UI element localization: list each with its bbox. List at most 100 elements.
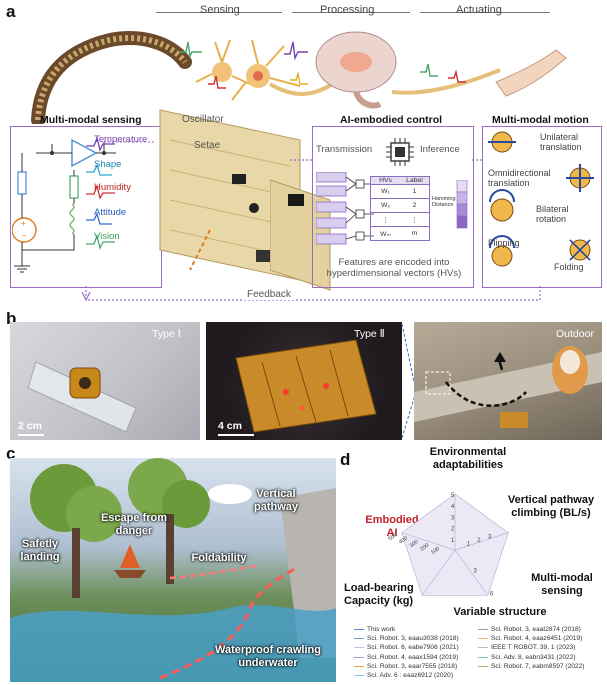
hamming-label: Hamming Distance: [432, 196, 456, 209]
radar-tick-label: 3: [488, 535, 492, 541]
feedback-label: Feedback: [244, 289, 294, 300]
legend-item: Sci. Robot. 3, eaat2874 (2018): [478, 626, 581, 633]
legend-swatch: [354, 675, 364, 676]
actuating-label: Actuating: [456, 4, 502, 16]
radar-tick-label: 1: [467, 542, 471, 548]
axis-load-bearing: Load-bearing Capacity (kg): [344, 582, 414, 607]
legend-item: Sci. Adv. 8, eabn3431 (2022): [478, 654, 576, 661]
scale-bar-2: [218, 434, 254, 436]
control-title: AI-embodied control: [340, 114, 443, 126]
legend-label: Sci. Robot. 3, eaau3038 (2018): [367, 635, 459, 643]
legend-item: Sci. Robot. 3, eaar7555 (2018): [354, 663, 457, 670]
axis-vertical-climbing: Vertical pathway climbing (BL/s): [507, 494, 595, 519]
hv-row-1-hv: W₁: [381, 188, 390, 195]
motion-bilateral-rotation: Bilateral rotation: [536, 204, 569, 225]
oscillator-label: Oscillator: [182, 114, 224, 125]
legend-label: Sci. Robot. 3, eaat2874 (2018): [491, 626, 581, 633]
legend-swatch: [478, 656, 488, 658]
flipping-icon: [489, 235, 515, 267]
legend-label: Sci. Robot. 4, eaax1594 (2019): [367, 653, 459, 661]
temperature-label: Temperature: [94, 134, 148, 145]
radar-tick-label: 2: [477, 538, 481, 544]
scale-4cm: 4 cm: [218, 420, 242, 432]
radar-tick-label: 400: [398, 536, 409, 546]
legend-swatch: [354, 638, 364, 640]
legend-label: Sci. Robot. 4, eaaz6451 (2019): [491, 635, 583, 643]
inference-label: Inference: [420, 144, 460, 155]
legend-swatch: [354, 656, 364, 658]
hv-table: HVs Label W₁ 1 W₂ 2 ⋮ ⋮ Wₘ m: [370, 176, 430, 241]
panel-letter-a: a: [6, 2, 16, 21]
scene-foldability: Foldability: [191, 552, 247, 564]
legend-swatch: [478, 629, 488, 630]
legend-item: Sci. Adv. 6 : eaaz6912 (2020): [354, 672, 453, 679]
folding-icon: [569, 239, 591, 261]
type2-photo: Type Ⅱ 4 cm: [206, 322, 402, 440]
actuating-arrow: [420, 12, 550, 13]
embodied-ai-label: Embodied AI: [365, 514, 419, 539]
arm-icon: [495, 49, 567, 97]
legend-swatch: [478, 647, 488, 649]
motion-box: [482, 126, 602, 288]
top-illustration: [31, 31, 567, 124]
radar-tick-label: 6: [490, 591, 494, 597]
scene-escape: Escape from danger: [100, 512, 168, 537]
legend-label: IEEE T ROBOT. 39, 1 (2023): [491, 644, 576, 652]
legend-label: Sci. Adv. 6 : eaaz6912 (2020): [367, 672, 454, 679]
radar-spoke: [401, 532, 456, 551]
legend-label: Sci. Adv. 8, eabn3431 (2022): [491, 653, 576, 661]
scale-2cm: 2 cm: [18, 420, 42, 432]
legend-swatch: [478, 665, 488, 667]
legend-item: This work: [354, 626, 395, 633]
sensing-title: Multi-modal sensing: [40, 114, 142, 126]
legend-label: This work: [367, 626, 396, 633]
radar-spoke: [454, 549, 489, 596]
type1-photo: Type Ⅰ 2 cm: [10, 322, 200, 440]
radar-tick-label: 3: [451, 515, 455, 521]
legend-item: Sci. Robot. 4, eaax1594 (2019): [354, 654, 458, 661]
zoom-dashes: [401, 323, 415, 439]
outdoor-photo: Outdoor: [414, 322, 602, 440]
legend-item: Sci. Robot. 7, eabm8597 (2022): [478, 663, 584, 670]
hv-row-2-hv: W₂: [380, 202, 391, 209]
scene-waterproof: Waterproof crawling underwater: [215, 644, 321, 669]
robot-strip-tail: [270, 179, 331, 291]
scene-illustration: Safetly landing Escape from danger Folda…: [10, 458, 336, 682]
hv-row-1-label: 1: [412, 188, 417, 195]
motion-flipping: Flipping: [488, 238, 520, 248]
panel-letter-c: c: [6, 444, 16, 463]
legend-label: Sci. Robot. 3, eaar7555 (2018): [367, 662, 458, 670]
processor-icon: [386, 138, 414, 166]
chip-icon: [232, 174, 246, 184]
hv-caption: Features are encoded into hyperdimension…: [326, 257, 462, 279]
type1-label: Type Ⅰ: [152, 328, 181, 340]
svg-text:−: −: [22, 231, 27, 240]
motion-omnidirectional: Omnidirectional translation: [488, 168, 551, 189]
hv-row-3-hv: ⋮: [382, 216, 389, 224]
legend-swatch: [354, 629, 364, 630]
legend-swatch: [354, 647, 364, 649]
legend-label: Sci. Robot. 7, eabm8597 (2022): [491, 662, 585, 670]
sensing-circuit: + −: [12, 138, 156, 273]
hv-row-4-label: m: [411, 230, 418, 237]
humidity-label: Humidity: [94, 182, 131, 193]
voltage-source-icon: [12, 217, 37, 243]
radar-spoke: [454, 532, 509, 551]
type2-label: Type Ⅱ: [354, 328, 385, 340]
processing-label: Processing: [320, 4, 375, 16]
radar-tick-label: 1: [451, 538, 455, 544]
legend-item: IEEE T ROBOT. 39, 1 (2023): [478, 644, 575, 651]
unilateral-icon: [488, 131, 516, 153]
hv-row-3-label: ⋮: [411, 216, 418, 224]
vision-label: Vision: [94, 231, 120, 242]
axis-environmental: Environmental adaptabilities: [429, 446, 507, 471]
neuron-icon: [212, 62, 232, 82]
radar-spoke: [421, 549, 456, 596]
sensing-signals: [86, 136, 115, 250]
radar-tick-label: 300: [409, 539, 420, 549]
shape-label: Shape: [94, 159, 122, 170]
setae-label: Setae: [194, 140, 221, 151]
omnidirectional-icon: [566, 164, 594, 192]
